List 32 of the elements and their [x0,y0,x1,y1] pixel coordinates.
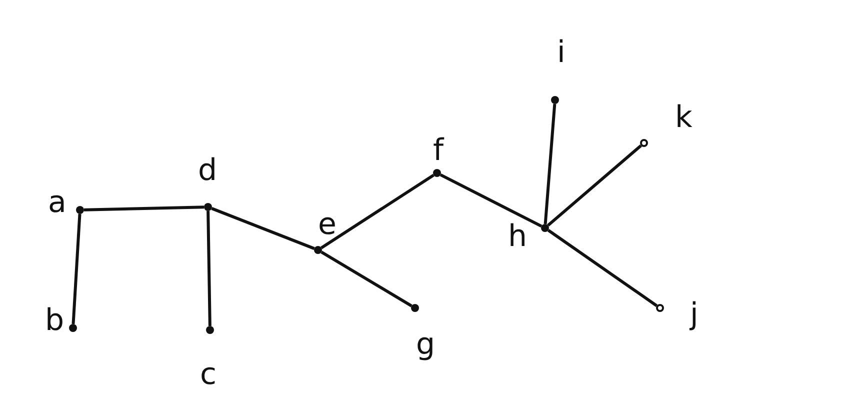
vertex-label: c [200,360,216,390]
edge-line [547,229,658,307]
edge-line [211,207,315,250]
vertex-label: a [48,188,66,218]
edge-line [72,214,82,324]
edge-line [84,206,204,212]
vertex-dot [640,139,648,147]
vertex-label: h [508,222,528,252]
vertex-dot [411,304,419,312]
vertex-dot [206,326,214,334]
edge-line [320,250,412,308]
vertex-dot [204,203,212,211]
edge-line [544,104,556,224]
vertex-dot [69,324,77,332]
vertex-label: g [416,330,436,360]
vertex-label: f [433,136,444,166]
vertex-dot [76,206,84,214]
vertex-label: k [675,103,692,133]
vertex-dot [551,96,559,104]
vertex-label: e [318,210,336,240]
vertex-dot [656,304,664,312]
vertex-dot [541,224,549,232]
vertex-label: j [690,300,698,330]
vertex-dot [433,169,441,177]
edge-line [320,174,434,250]
edge-line [440,173,542,228]
vertex-label: b [45,306,64,336]
vertex-dot [314,246,322,254]
edge-line [206,210,212,326]
edge-line [547,144,642,227]
vertex-label: d [198,156,218,186]
vertex-label: i [557,38,566,68]
